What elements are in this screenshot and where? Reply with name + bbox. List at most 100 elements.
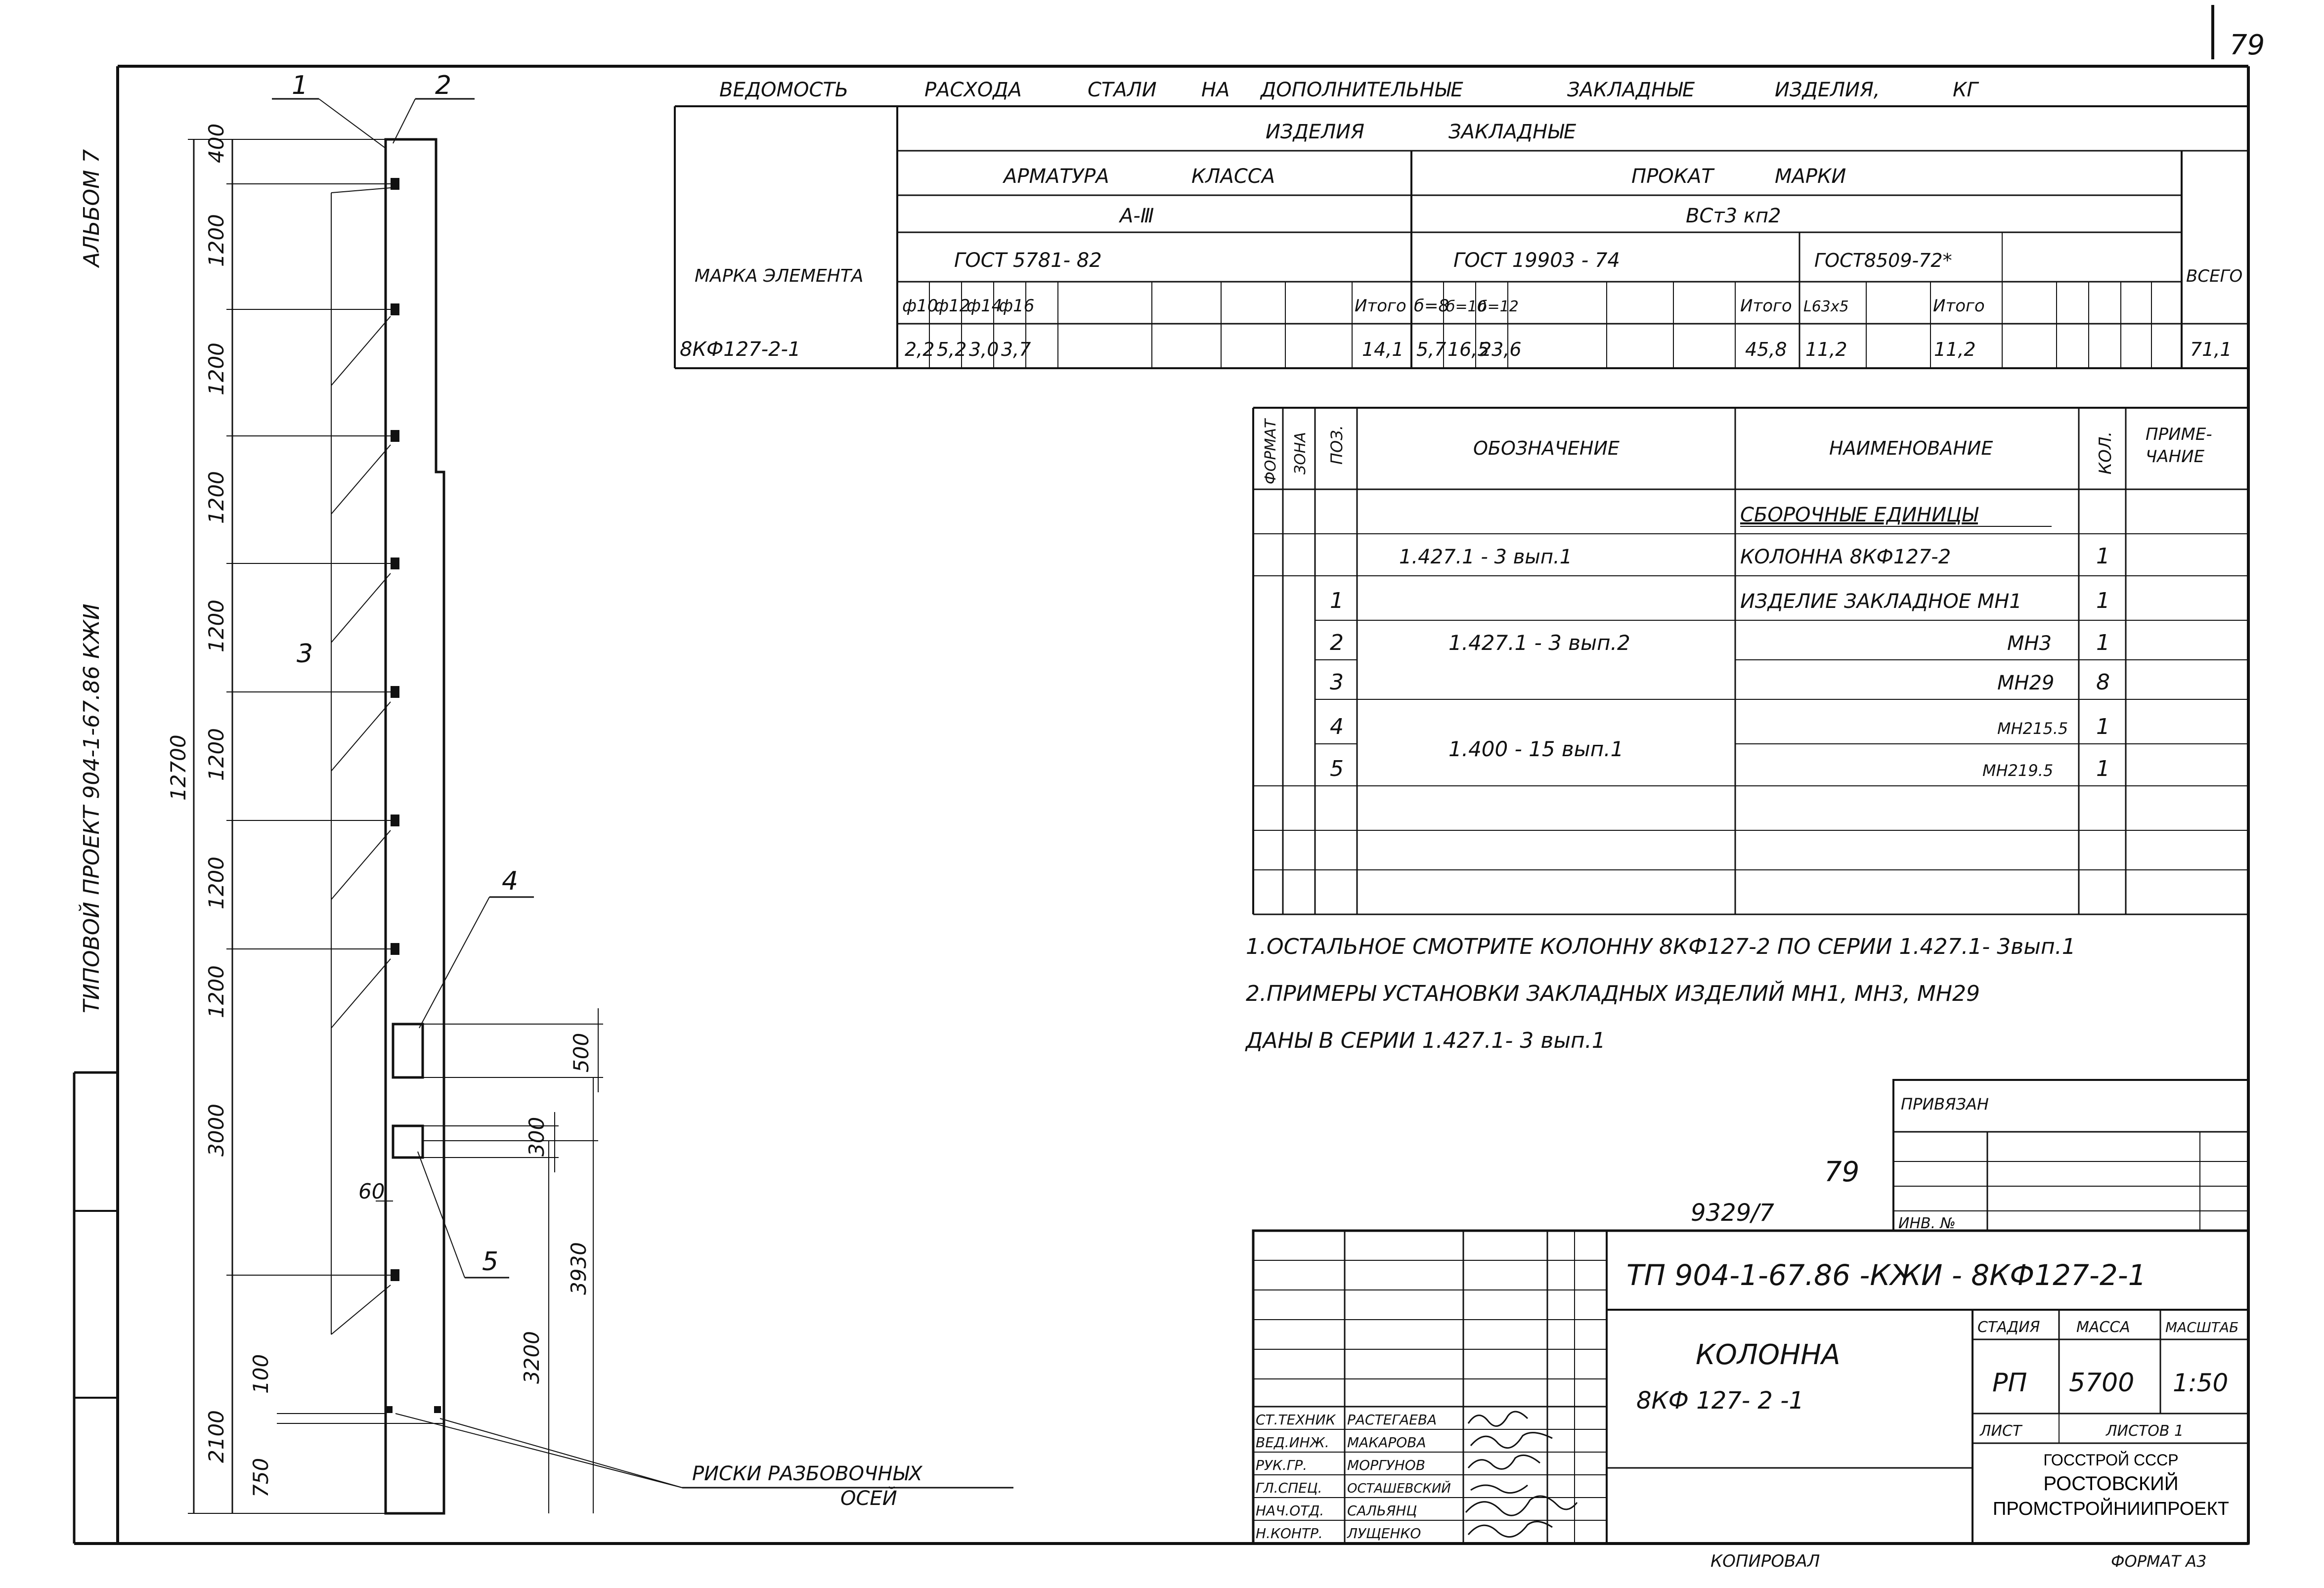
dim-3000: 3000 xyxy=(204,1104,228,1157)
value-cell: 2,2 xyxy=(905,339,934,360)
org-line-2: РОСТОВСКИЙ xyxy=(2043,1472,2178,1495)
spec-designation: 1.427.1 - 3 вып.2 xyxy=(1448,631,1630,655)
handwritten-page: 79 xyxy=(1824,1156,1859,1188)
spec-qty: 1 xyxy=(2096,630,2110,655)
staff-name: РАСТЕГАЕВА xyxy=(1347,1412,1437,1428)
spec-name: ИЗДЕЛИЕ ЗАКЛАДНОЕ МН1 xyxy=(1740,590,2022,613)
spec-header-pos: ПОЗ. xyxy=(1327,425,1346,465)
value-cell: 3,0 xyxy=(969,339,999,360)
staff-role: ВЕД.ИНЖ. xyxy=(1256,1434,1329,1451)
title-block: СТ.ТЕХНИК РАСТЕГАЕВА ВЕД.ИНЖ. МАКАРОВА Р… xyxy=(1252,1229,2250,1545)
org-line-1: ГОССТРОЙ СССР xyxy=(2043,1451,2178,1469)
leader-label-4: 4 xyxy=(502,866,518,896)
dim-1200: 1200 xyxy=(204,857,228,909)
rolled-gost-2: ГОСТ8509-72* xyxy=(1814,250,1952,271)
spec-table: ФОРМАТ ЗОНА ПОЗ. ОБОЗНАЧЕНИЕ НАИМЕНОВАНИ… xyxy=(1252,407,2248,915)
rebar-header-word: АРМАТУРА xyxy=(1002,165,1109,188)
plate-mh219 xyxy=(392,1124,424,1159)
steel-table-title-word: ИЗДЕЛИЯ, xyxy=(1775,79,1880,101)
dim-12700: 12700 xyxy=(166,734,190,801)
mass-value: 5700 xyxy=(2069,1368,2134,1398)
inv-label: ИНВ. № xyxy=(1898,1215,1956,1232)
spec-header-name: НАИМЕНОВАНИЕ xyxy=(1829,437,1993,459)
notes: 1.ОСТАЛЬНОЕ СМОТРИТЕ КОЛОННУ 8КФ127-2 ПО… xyxy=(1245,934,2076,1053)
sheets-label: ЛИСТОВ 1 xyxy=(2105,1422,2184,1440)
drawing-frame xyxy=(73,65,2250,1545)
spec-designation: 1.400 - 15 вып.1 xyxy=(1448,737,1623,761)
steel-table-title-word: НА xyxy=(1201,79,1229,101)
spec-name: МН3 xyxy=(2007,632,2052,655)
note-line: 2.ПРИМЕРЫ УСТАНОВКИ ЗАКЛАДНЫХ ИЗДЕЛИЙ МН… xyxy=(1246,980,1980,1006)
col-header: ф14 xyxy=(966,296,1002,316)
steel-table-title-word: СТАЛИ xyxy=(1088,79,1157,101)
col-header: б=8 xyxy=(1414,296,1449,316)
spec-pos: 5 xyxy=(1330,756,1344,781)
leader-label-1: 1 xyxy=(292,71,308,100)
rolled-header-word: ПРОКАТ xyxy=(1631,165,1715,188)
stage-value: РП xyxy=(1992,1368,2027,1398)
rebar-header-word: КЛАССА xyxy=(1191,165,1275,188)
staff-role: НАЧ.ОТД. xyxy=(1256,1502,1324,1519)
spec-name: КОЛОННА 8КФ127-2 xyxy=(1740,546,1951,568)
value-cell: 11,2 xyxy=(1934,339,1976,360)
dim-1200: 1200 xyxy=(204,965,228,1018)
copied-label: КОПИРОВАЛ xyxy=(1710,1551,1820,1571)
col-header: ф12 xyxy=(934,296,970,316)
embedded-item xyxy=(226,943,399,955)
plate-mh215 xyxy=(392,1023,424,1079)
value-cell-total: 71,1 xyxy=(2190,339,2232,360)
value-cell: 14,1 xyxy=(1362,339,1404,360)
steel-table-title-word: КГ xyxy=(1953,79,1979,101)
dim-500: 500 xyxy=(569,1033,593,1073)
column-elevation: 1 2 3 4 5 400 1200 1200 1200 1200 1200 1… xyxy=(166,71,1013,1515)
dim-1200: 1200 xyxy=(204,343,228,395)
staff-name: МАКАРОВА xyxy=(1347,1434,1426,1451)
embedded-item xyxy=(226,178,399,190)
steel-table: ВЕДОМОСТЬ РАСХОДА СТАЛИ НА ДОПОЛНИТЕЛЬНЫ… xyxy=(674,79,2248,369)
mass-label: МАССА xyxy=(2076,1319,2130,1336)
side-project-label: ТИПОВОЙ ПРОЕКТ 904-1-67.86 КЖИ xyxy=(78,603,104,1013)
staff-role: СТ.ТЕХНИК xyxy=(1256,1412,1336,1428)
format-label: ФОРМАТ А3 xyxy=(2111,1552,2207,1571)
spec-pos: 4 xyxy=(1330,714,1344,739)
col-header: Итого xyxy=(1740,296,1792,316)
steel-table-title-word: ДОПОЛНИТЕЛЬНЫЕ xyxy=(1260,79,1463,101)
col-header: Итого xyxy=(1933,296,1985,316)
drawing-name-2: 8КФ 127- 2 -1 xyxy=(1636,1387,1804,1415)
risk-note-line2: ОСЕЙ xyxy=(840,1486,897,1510)
leader-label-5: 5 xyxy=(482,1247,498,1277)
spec-header-format: ФОРМАТ xyxy=(1262,418,1279,484)
dim-1200: 1200 xyxy=(204,214,228,267)
dim-100: 100 xyxy=(249,1354,273,1394)
value-cell: 3,7 xyxy=(1001,339,1031,360)
spec-qty: 1 xyxy=(2096,714,2110,739)
spec-section-title: СБОРОЧНЫЕ ЕДИНИЦЫ xyxy=(1740,504,1979,526)
total-header: ВСЕГО xyxy=(2186,266,2242,286)
embedded-item xyxy=(226,430,399,442)
col-header: б=10 xyxy=(1446,298,1487,315)
steel-table-title-word: ВЕДОМОСТЬ xyxy=(719,79,848,101)
scale-value: 1:50 xyxy=(2173,1369,2228,1397)
value-cell: 5,2 xyxy=(937,339,966,360)
col-header: ф10 xyxy=(902,296,938,316)
side-album-label: АЛЬБОМ 7 xyxy=(79,149,104,268)
dim-1200: 1200 xyxy=(204,600,228,652)
staff-role: Н.КОНТР. xyxy=(1256,1525,1323,1542)
drawing-code: ТП 904-1-67.86 -КЖИ - 8КФ127-2-1 xyxy=(1626,1258,2147,1292)
binding-box: ПРИВЯЗАН ИНВ. № xyxy=(1892,1079,2249,1232)
value-cell: 16,5 xyxy=(1447,339,1490,360)
col-header: Итого xyxy=(1355,296,1406,316)
staff-name: САЛЬЯНЦ xyxy=(1347,1502,1417,1519)
spec-name: МН219.5 xyxy=(1982,761,2053,780)
staff-name: МОРГУНОВ xyxy=(1347,1457,1425,1473)
group-header-word: ИЗДЕЛИЯ xyxy=(1266,121,1364,143)
binding-label: ПРИВЯЗАН xyxy=(1901,1095,1989,1114)
spec-designation: 1.427.1 - 3 вып.1 xyxy=(1399,546,1572,568)
rolled-gost-1: ГОСТ 19903 - 74 xyxy=(1453,249,1620,272)
staff-role: ГЛ.СПЕЦ. xyxy=(1256,1480,1322,1496)
dim-3200: 3200 xyxy=(520,1331,544,1384)
risk-note-line1: РИСКИ РАЗБОВОЧНЫХ xyxy=(692,1462,923,1485)
scale-label: МАСШТАБ xyxy=(2165,1319,2238,1335)
embedded-item xyxy=(226,815,399,826)
steel-table-title-word: ЗАКЛАДНЫЕ xyxy=(1567,79,1695,101)
